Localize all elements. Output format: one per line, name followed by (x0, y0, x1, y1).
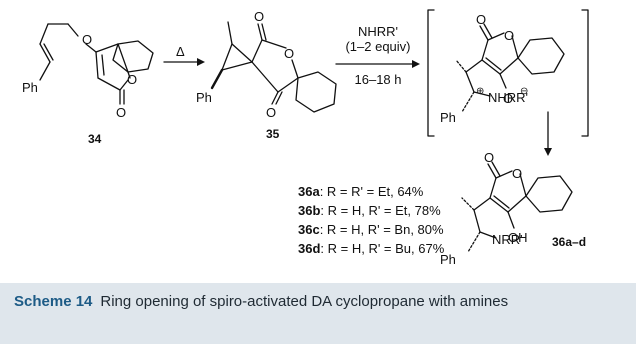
yield-text: : R = R' = Et, 64% (320, 184, 424, 199)
minus-charge: ⊖ (520, 86, 528, 97)
compound-label-34: 34 (88, 132, 102, 146)
ph-int: Ph (440, 110, 456, 125)
o-ring-34: O (127, 72, 137, 87)
compound-34-structure: O O O Ph (22, 23, 154, 120)
ph-34: Ph (22, 80, 38, 95)
plus-charge: ⊕ (476, 86, 484, 97)
o-ring-35: O (284, 46, 294, 61)
caption-text: Ring opening of spiro-activated DA cyclo… (100, 293, 509, 310)
arrow2-time: 16–18 h (355, 72, 402, 87)
cyclohexane-ring-35 (295, 71, 337, 113)
o-top-35: O (254, 9, 264, 24)
o-carbonyl-prod: O (484, 150, 494, 165)
heat-symbol: Δ (176, 44, 185, 59)
scheme-caption: Scheme 14 Ring opening of spiro-activated… (0, 283, 636, 344)
ph-prod: Ph (440, 252, 456, 267)
cyclohexane-ring-int (517, 37, 565, 75)
arrow2-reagent: NHRR' (358, 24, 398, 39)
nrr-prod: NRR' (492, 232, 523, 247)
yield-id: 36d (298, 241, 320, 256)
compound-label-35: 35 (266, 127, 280, 141)
arrow-2: NHRR' (1–2 equiv) 16–18 h (335, 24, 420, 87)
yield-text: : R = H, R' = Bu, 67% (320, 241, 444, 256)
o-ring-int: O (504, 28, 514, 43)
intermediate-structure: O O O ⊖ ⊕ NHRR' Ph (427, 9, 589, 137)
yield-id: 36c (298, 222, 320, 237)
o-bottom-35: O (266, 105, 276, 120)
yields-list: 36a: R = R' = Et, 64% 36b: R = H, R' = E… (298, 184, 445, 256)
cyclohexane-ring-prod (525, 175, 573, 213)
compound-35-structure: O O O Ph (196, 9, 337, 120)
reaction-scheme: O O O Ph 34 Δ O O O Ph 35 (22, 9, 589, 267)
yield-text: : R = H, R' = Bn, 80% (320, 222, 444, 237)
compound-label-36: 36a–d (552, 235, 586, 249)
yield-row: 36c: R = H, R' = Bn, 80% (298, 222, 444, 237)
o-ether-34: O (82, 32, 92, 47)
scheme-label: Scheme 14 (14, 293, 93, 310)
nhrr-int: NHRR' (488, 90, 528, 105)
arrow2-equiv: (1–2 equiv) (345, 39, 410, 54)
oh-prod: OH (508, 230, 528, 245)
o-carbonyl-34: O (116, 105, 126, 120)
yield-id: 36a (298, 184, 320, 199)
ph-35: Ph (196, 90, 212, 105)
o-carbonyl-int: O (476, 12, 486, 27)
product-structure: O O OH NRR' Ph (440, 150, 573, 267)
cyclohexane-ring-34 (112, 40, 154, 73)
arrow-3 (544, 111, 552, 156)
yield-row: 36b: R = H, R' = Et, 78% (298, 203, 441, 218)
yield-row: 36a: R = R' = Et, 64% (298, 184, 424, 199)
yield-row: 36d: R = H, R' = Bu, 67% (298, 241, 445, 256)
yield-text: : R = H, R' = Et, 78% (320, 203, 441, 218)
o-ring-prod: O (512, 166, 522, 181)
arrow-1: Δ (163, 44, 205, 66)
o-minus-int: O (503, 91, 513, 106)
yield-id: 36b (298, 203, 320, 218)
